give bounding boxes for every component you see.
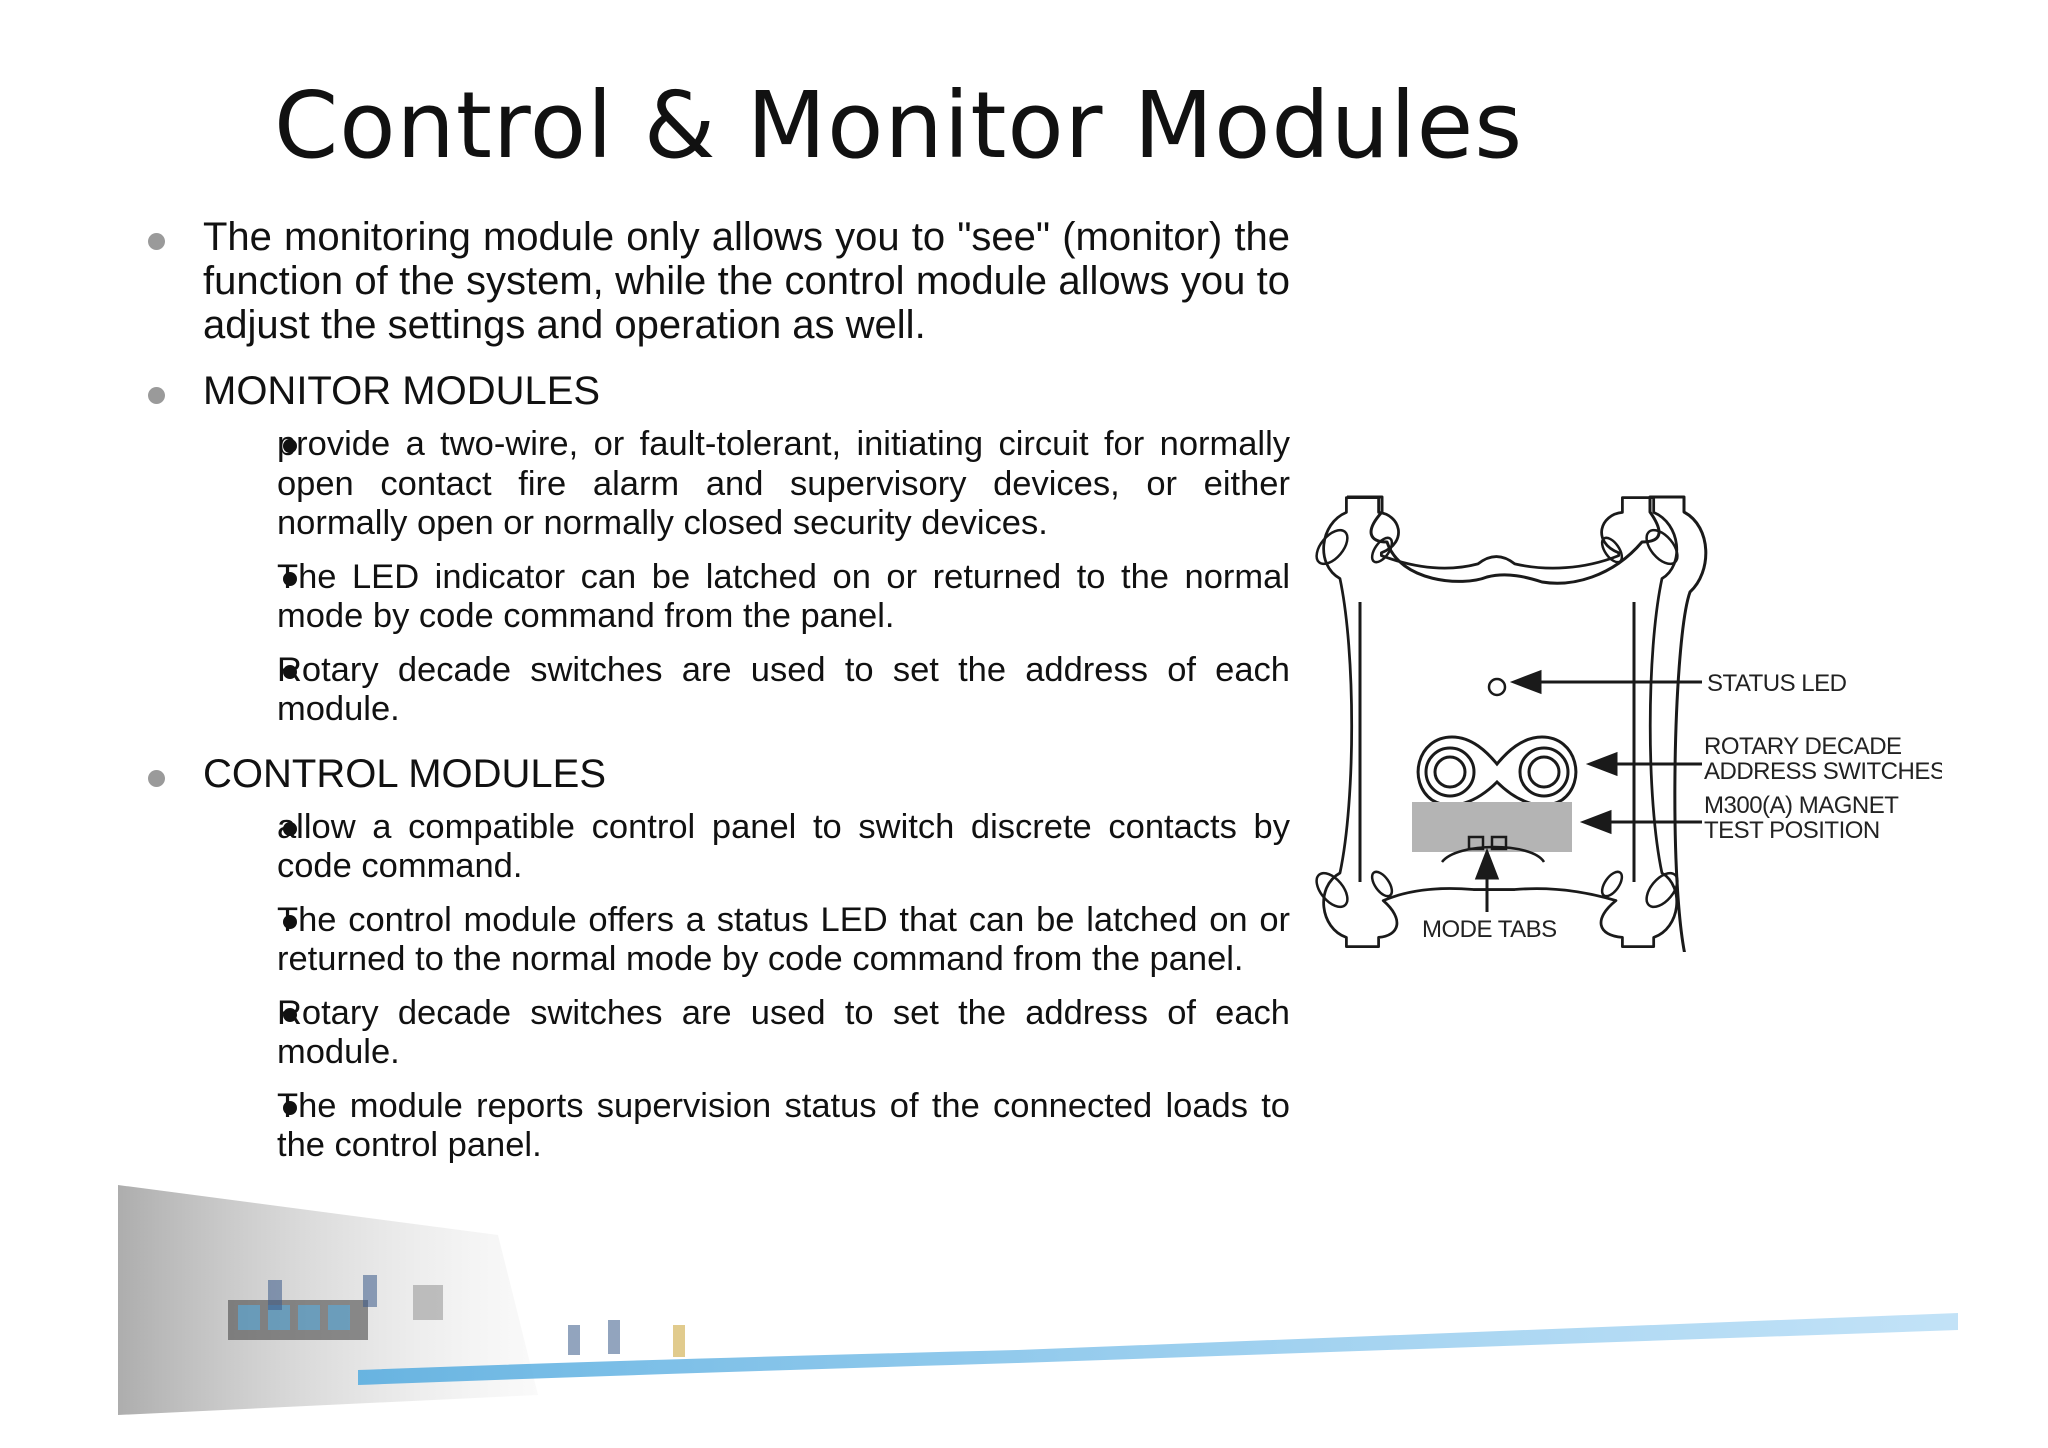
monitor-modules-heading: MONITOR MODULES bbox=[203, 369, 601, 413]
control-modules-heading: CONTROL MODULES bbox=[203, 751, 607, 796]
list-item: provide a two-wire, or fault-tolerant, i… bbox=[203, 425, 1290, 544]
list-item-text: Rotary decade switches are used to set t… bbox=[277, 650, 1290, 729]
inner-rails bbox=[1358, 602, 1636, 882]
list-item: The control module offers a status LED t… bbox=[203, 901, 1290, 980]
sub-bullet-dot bbox=[283, 821, 297, 836]
router-icon bbox=[118, 1185, 538, 1415]
sub-bullet-dot bbox=[283, 664, 297, 679]
sub-bullet-dot bbox=[283, 439, 297, 453]
bullet-monitor-modules: MONITOR MODULES provide a two-wire, or f… bbox=[148, 369, 1290, 730]
list-item-text: The control module offers a status LED t… bbox=[277, 900, 1290, 979]
callout-arrows bbox=[1474, 669, 1702, 912]
bullet-intro-text: The monitoring module only allows you to… bbox=[203, 215, 1290, 347]
module-plate-outline bbox=[1347, 495, 1708, 952]
sub-bullet-dot bbox=[283, 914, 297, 929]
rotary-switches-label-1: ROTARY DECADE bbox=[1704, 733, 1902, 760]
list-item-text: provide a two-wire, or fault-tolerant, i… bbox=[277, 425, 1290, 542]
list-item: Rotary decade switches are used to set t… bbox=[203, 651, 1290, 730]
bullet-dot bbox=[148, 233, 165, 250]
module-plate bbox=[1322, 496, 1679, 948]
list-item: Rotary decade switches are used to set t… bbox=[203, 994, 1290, 1073]
bullet-dot bbox=[148, 769, 165, 787]
mode-tabs-label: MODE TABS bbox=[1422, 916, 1557, 943]
list-item-text: Rotary decade switches are used to set t… bbox=[277, 993, 1290, 1072]
sub-bullet-dot bbox=[283, 1007, 297, 1022]
list-item: allow a compatible control panel to swit… bbox=[203, 808, 1290, 887]
slide-title: Control & Monitor Modules bbox=[274, 72, 1524, 179]
mode-tabs-icon bbox=[1441, 835, 1546, 863]
sub-bullet-dot bbox=[283, 1100, 297, 1115]
status-led-icon bbox=[1487, 677, 1507, 697]
bullet-control-modules: CONTROL MODULES allow a compatible contr… bbox=[148, 752, 1290, 1166]
bullet-intro: The monitoring module only allows you to… bbox=[148, 215, 1290, 347]
magnet-test-label-2: TEST POSITION bbox=[1704, 817, 1880, 844]
footer-network-illustration bbox=[118, 1185, 1958, 1415]
status-led-label: STATUS LED bbox=[1707, 670, 1847, 697]
list-item-text: allow a compatible control panel to swit… bbox=[277, 807, 1290, 886]
module-diagram: STATUS LED ROTARY DECADE ADDRESS SWITCHE… bbox=[1315, 495, 1942, 952]
monitor-modules-list: provide a two-wire, or fault-tolerant, i… bbox=[203, 425, 1290, 730]
list-item-text: The LED indicator can be latched on or r… bbox=[277, 557, 1290, 636]
bullet-list: The monitoring module only allows you to… bbox=[148, 215, 1290, 1188]
mounting-slots bbox=[1315, 528, 1679, 909]
rotary-switches-icon bbox=[1416, 735, 1578, 807]
list-item: The LED indicator can be latched on or r… bbox=[203, 558, 1290, 637]
worker-figures bbox=[268, 1275, 685, 1357]
list-item-text: The module reports supervision status of… bbox=[277, 1086, 1290, 1165]
network-cable bbox=[358, 1313, 1958, 1385]
control-modules-list: allow a compatible control panel to swit… bbox=[203, 808, 1290, 1166]
rotary-switches-label-2: ADDRESS SWITCHES bbox=[1704, 758, 1942, 785]
magnet-test-label-1: M300(A) MAGNET bbox=[1704, 792, 1899, 819]
sub-bullet-dot bbox=[283, 571, 297, 586]
list-item: The module reports supervision status of… bbox=[203, 1087, 1290, 1166]
bullet-dot bbox=[148, 387, 165, 404]
